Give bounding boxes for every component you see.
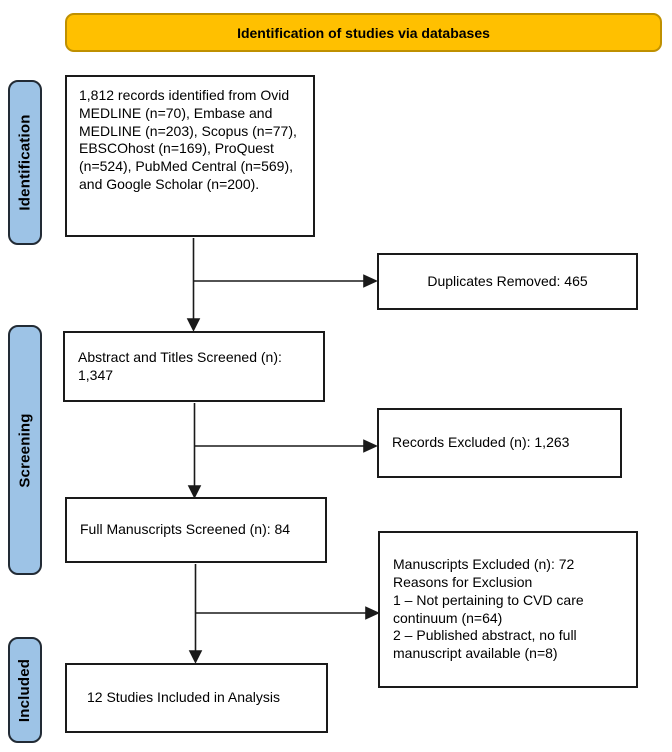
stage-label-identification-text: Identification	[16, 114, 34, 211]
box-full-manuscripts-screened-text: Full Manuscripts Screened (n): 84	[80, 521, 291, 538]
box-studies-included-text: 12 Studies Included in Analysis	[87, 689, 281, 706]
manuscripts-excluded-line-4: 2 – Published abstract, no full manuscri…	[393, 627, 577, 662]
box-full-manuscripts-screened: Full Manuscripts Screened (n): 84	[65, 497, 327, 563]
box-manuscripts-excluded-text: Manuscripts Excluded (n): 72 Reasons for…	[380, 556, 636, 663]
box-records-identified: 1,812 records identified from Ovid MEDLI…	[65, 75, 315, 237]
manuscripts-excluded-line-3: 1 – Not pertaining to CVD care continuum…	[393, 591, 584, 626]
title-banner-label: Identification of studies via databases	[237, 24, 490, 41]
stage-label-included-text: Included	[16, 658, 34, 722]
box-records-excluded-text: Records Excluded (n): 1,263	[392, 434, 570, 451]
box-duplicates-removed-text: Duplicates Removed: 465	[427, 272, 588, 289]
stage-label-screening-text: Screening	[16, 412, 34, 488]
manuscripts-excluded-line-1: Manuscripts Excluded (n): 72	[393, 556, 575, 573]
box-records-excluded: Records Excluded (n): 1,263	[377, 408, 622, 478]
box-manuscripts-excluded: Manuscripts Excluded (n): 72 Reasons for…	[378, 531, 638, 688]
box-abstracts-screened: Abstract and Titles Screened (n): 1,347	[63, 331, 325, 402]
box-records-identified-text: 1,812 records identified from Ovid MEDLI…	[79, 87, 297, 192]
stage-label-screening: Screening	[8, 325, 42, 575]
arrow-abstracts-to-full-head	[187, 485, 202, 499]
title-banner: Identification of studies via databases	[65, 13, 662, 52]
manuscripts-excluded-line-2: Reasons for Exclusion	[393, 573, 533, 590]
arrow-full-to-studies-head	[188, 650, 203, 664]
box-studies-included: 12 Studies Included in Analysis	[65, 663, 328, 733]
stage-label-identification: Identification	[8, 80, 42, 245]
box-abstracts-screened-text: Abstract and Titles Screened (n): 1,347	[78, 348, 282, 383]
stage-label-included: Included	[8, 637, 42, 743]
arrow-to-records-excluded-head	[363, 439, 378, 453]
arrow-records-to-abstracts-head	[186, 318, 201, 332]
arrow-to-manuscripts-excluded-head	[365, 606, 380, 620]
arrow-to-duplicates-head	[363, 274, 378, 288]
box-duplicates-removed: Duplicates Removed: 465	[377, 253, 638, 310]
